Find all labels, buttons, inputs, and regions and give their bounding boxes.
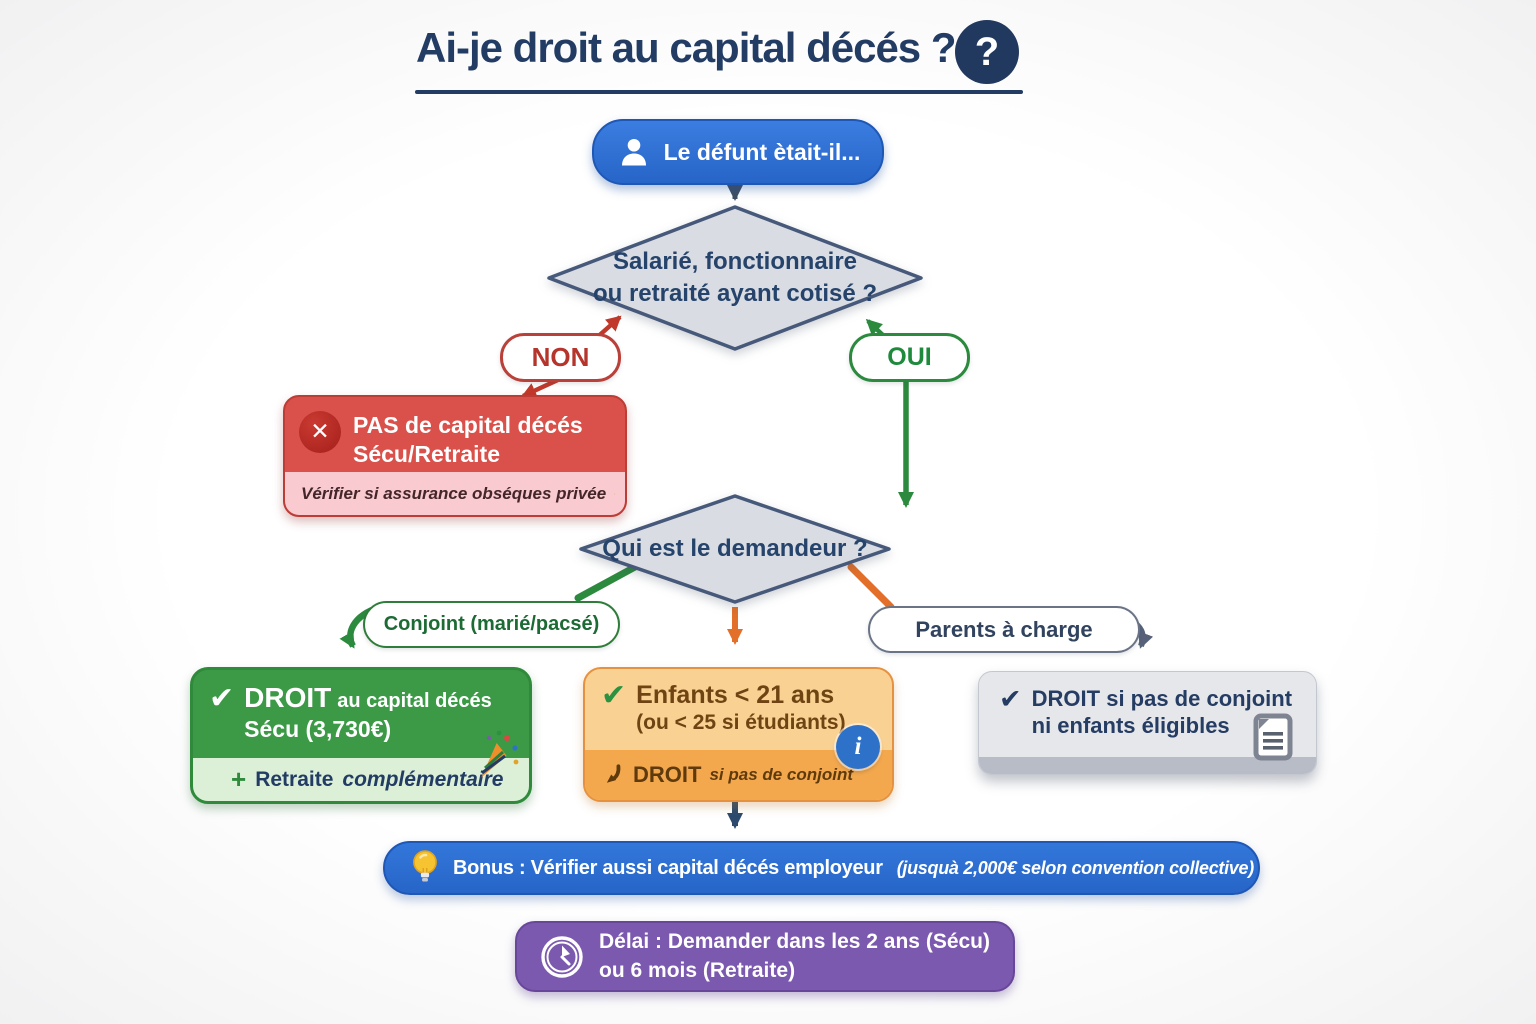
decision1-line1: Salarié, fonctionnaire <box>612 247 858 275</box>
document-icon <box>1253 713 1293 761</box>
delay-months: 6 <box>630 958 643 982</box>
party-popper-icon <box>481 730 519 778</box>
node-defunt: Le défunt ètait-il... <box>592 119 884 185</box>
delay-years: 2 ans <box>866 930 920 954</box>
spouse-note-italic: complémentaire <box>342 767 504 791</box>
gray-box-strip <box>979 757 1316 774</box>
spouse-note-bold: Retraite <box>255 767 334 791</box>
decision-statut-defunt: Salarié, fonctionnaire ou retraité ayant… <box>545 204 925 352</box>
clock-icon <box>541 935 583 978</box>
question-mark-icon: ? <box>955 20 1019 84</box>
result-children: ✔ Enfants < 21 ans (ou < 25 si étudiants… <box>583 667 894 802</box>
conjoint-text: Conjoint (marié/pacsé) <box>383 613 600 635</box>
decision-demandeur: Qui est le demandeur ? <box>577 493 893 605</box>
delay-banner: Délai : Demander dans les 2 ans (Sécu) o… <box>515 921 1015 992</box>
start-label: Le défunt ètait-il... <box>663 138 861 165</box>
delay-or: ou <box>599 958 625 982</box>
children-line1: Enfants < 21 ans <box>636 681 835 709</box>
children-condition: si pas de conjoint <box>709 765 854 784</box>
children-line2: (ou < 25 si étudiants) <box>636 711 846 734</box>
question-glyph: ? <box>974 29 1000 74</box>
edge-label-oui: OUI <box>849 333 970 382</box>
person-icon <box>621 138 646 166</box>
parents-droit: DROIT <box>1031 686 1101 711</box>
parents-line2: ni enfants éligibles <box>1031 713 1230 738</box>
oui-text: OUI <box>887 343 932 371</box>
cross-glyph: ✕ <box>310 419 330 445</box>
bonus-main: Bonus : Vérifier aussi capital décés emp… <box>453 856 883 879</box>
sad-face-icon <box>614 493 615 494</box>
diamond-shape <box>579 494 891 604</box>
edge-label-parents: Parents à charge <box>868 606 1140 653</box>
decision1-line2: ou retraité ayant cotisé ? <box>592 280 878 307</box>
title-underline <box>415 90 1023 94</box>
no-capital-line2: Sécu/Retraite <box>353 440 501 467</box>
no-capital-note: Vérifier si assurance obséques privée <box>301 483 607 503</box>
edge-label-non: NON <box>500 333 621 382</box>
parents-mid: si pas de <box>1106 686 1201 711</box>
page-title: Ai-je droit au capital décés ? <box>416 24 956 71</box>
delay-post: mois (Retraite) <box>648 958 796 982</box>
plus-icon: + <box>231 764 247 794</box>
down-hook-arrow-icon <box>606 764 621 783</box>
spouse-amount: Sécu (3,730€) <box>244 716 392 742</box>
parents-text: Parents à charge <box>915 616 1093 642</box>
bonus-detail: (jusquà 2,000€ selon convention collecti… <box>896 857 1255 878</box>
info-icon: i <box>836 725 880 769</box>
edge-label-conjoint: Conjoint (marié/pacsé) <box>363 601 620 648</box>
spouse-droit: DROIT <box>244 682 332 713</box>
cross-icon: ✕ <box>299 411 341 453</box>
check-icon: ✔ <box>601 678 627 713</box>
delay-secu: (Sécu) <box>925 930 991 954</box>
check-icon: ✔ <box>209 681 235 716</box>
spouse-rest: au capital décés <box>337 690 492 712</box>
children-droit: DROIT <box>633 762 702 787</box>
non-text: NON <box>531 342 590 372</box>
diamond-shape <box>547 205 923 351</box>
lightbulb-icon <box>413 850 437 882</box>
delay-pre: Délai : Demander dans les <box>599 930 861 954</box>
no-capital-line1: PAS de capital décés <box>353 412 583 438</box>
info-glyph: i <box>854 733 862 760</box>
result-no-capital: ✕ PAS de capital décés Sécu/Retraite Vér… <box>283 395 627 517</box>
decision2-label: Qui est le demandeur ? <box>602 534 868 562</box>
parents-conjoint: conjoint <box>1206 686 1293 711</box>
bonus-banner: Bonus : Vérifier aussi capital décés emp… <box>383 841 1260 895</box>
result-parents: ✔ DROIT si pas de conjoint ni enfants él… <box>978 671 1317 775</box>
check-icon: ✔ <box>999 684 1022 715</box>
